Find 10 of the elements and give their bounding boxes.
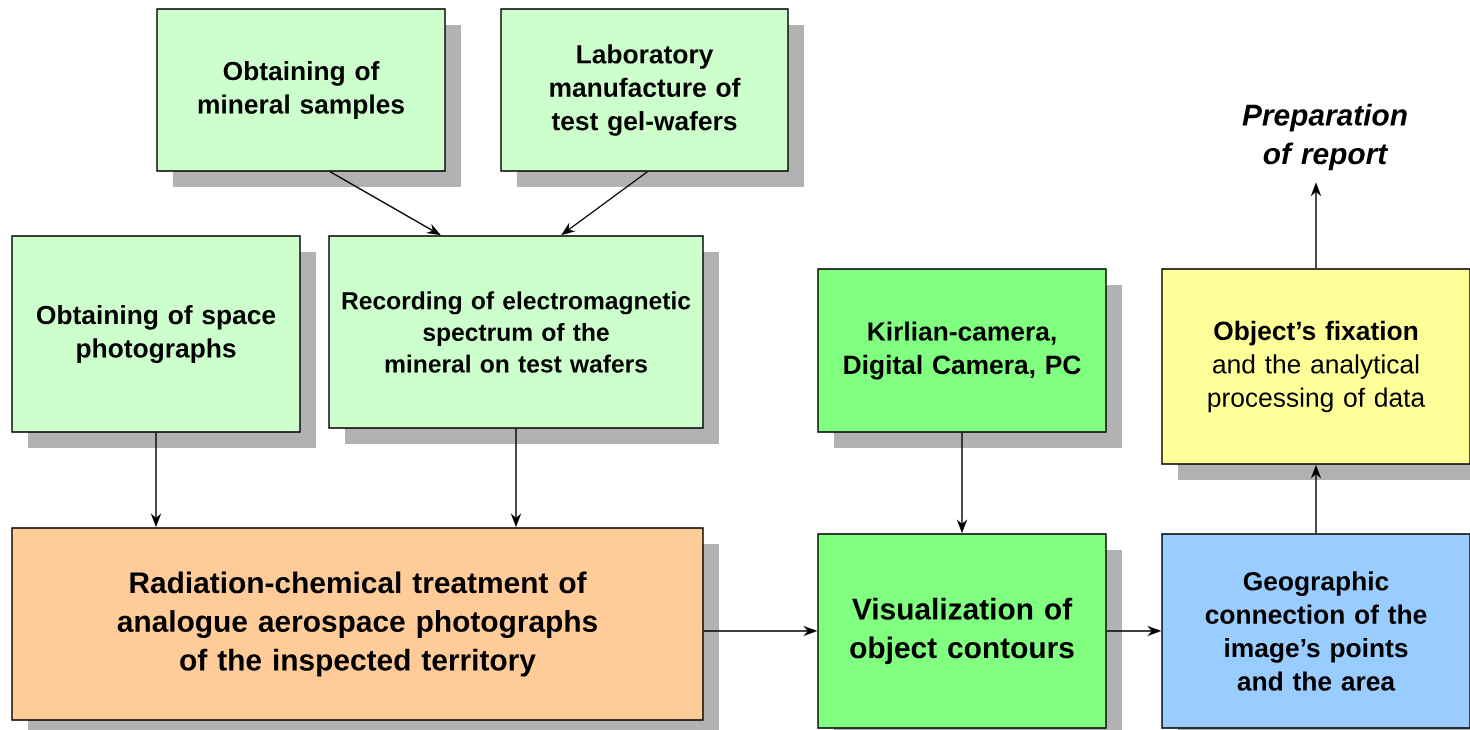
process-box: Geographic connection of the image’s points and the area (1161, 533, 1470, 730)
process-box: Radiation-chemical treatment of analogue aerospace photographs of the inspected territory (11, 527, 719, 730)
process-box: Kirlian-camera, Digital Camera, PC (817, 268, 1122, 448)
heading-text: Preparation of report (1242, 103, 1407, 171)
process-box: Laboratory manufacture of test gel-wafers (500, 8, 804, 187)
process-box: Obtaining of mineral samples (156, 8, 461, 187)
process-box: Obtaining of space photographs (11, 235, 316, 448)
process-box: Recording of electromagnetic spectrum of the mineral on test wafers (328, 235, 719, 444)
process-box: Object’s fixation and the analytical processing of data (1161, 268, 1470, 480)
process-box: Visualization of object contours (817, 533, 1122, 730)
